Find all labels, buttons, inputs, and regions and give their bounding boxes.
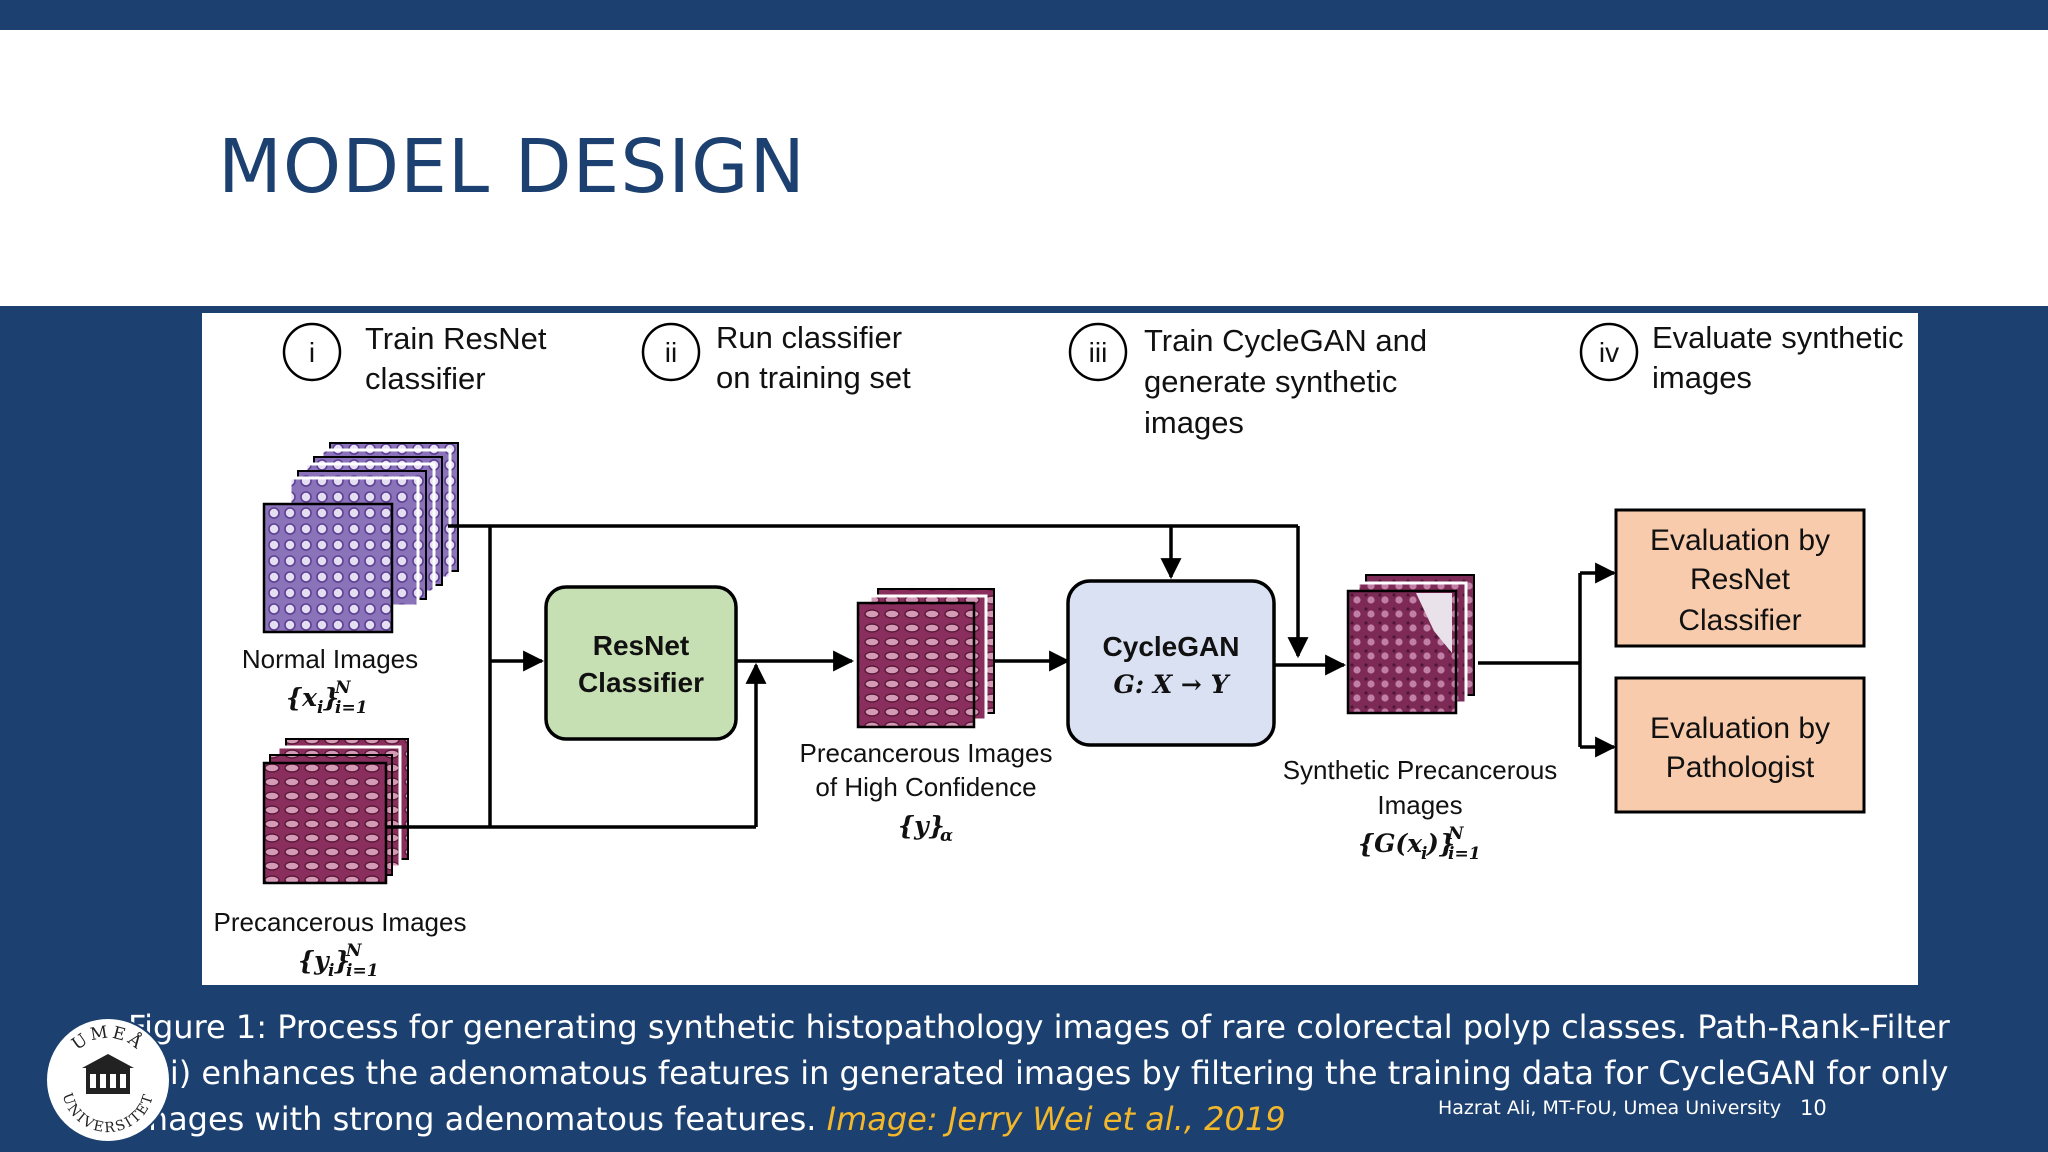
eval-resnet-line1: Evaluation by <box>1650 524 1830 557</box>
svg-text:}: } <box>323 683 339 712</box>
figure-caption: Figure 1: Process for generating synthet… <box>128 1004 1988 1142</box>
resnet-box-line2: Classifier <box>578 667 704 698</box>
step-iii-line2: generate synthetic <box>1144 364 1397 399</box>
step-ii-circle <box>641 322 701 382</box>
precancerous-images-stack <box>262 738 409 885</box>
resnet-classifier-box: ResNet Classifier <box>544 585 738 741</box>
footer-author: Hazrat Ali, MT-FoU, Umea University <box>1438 1097 1782 1119</box>
top-band <box>0 0 2048 30</box>
step-iii-circle <box>1068 322 1128 382</box>
step-iv-number: iv <box>1599 337 1619 368</box>
svg-text:{x: {x <box>286 683 318 712</box>
step-iii-line1: Train CycleGAN and <box>1144 323 1427 358</box>
high-confidence-images-stack <box>856 588 995 729</box>
step-i-circle <box>282 322 342 382</box>
flow-arrows <box>386 524 1617 829</box>
resnet-box-line1: ResNet <box>593 630 689 661</box>
synthetic-images-stack <box>1346 574 1475 715</box>
figure-diagram: i Train ResNet classifier ii Run classif… <box>202 313 1918 985</box>
svg-text:)}: )} <box>1426 829 1455 858</box>
high-confidence-label-line1: Precancerous Images <box>800 738 1053 768</box>
high-confidence-label-line2: of High Confidence <box>815 772 1036 802</box>
normal-images-math: {x i } N i=1 <box>286 678 368 718</box>
normal-images-label: Normal Images <box>242 644 418 674</box>
eval-resnet-line2: ResNet <box>1690 563 1791 596</box>
svg-text:i=1: i=1 <box>1448 844 1481 864</box>
svg-text:}: } <box>334 946 350 975</box>
svg-text:N: N <box>345 941 363 961</box>
step-iv-line1: Evaluate synthetic <box>1652 320 1904 355</box>
svg-text:i: i <box>328 961 334 981</box>
step-iv: iv Evaluate synthetic images <box>1579 320 1904 395</box>
step-i: i Train ResNet classifier <box>282 321 547 396</box>
step-iii-number: iii <box>1089 337 1108 368</box>
cyclegan-box: CycleGAN G: X → Y <box>1066 579 1276 747</box>
svg-text:α: α <box>940 826 953 846</box>
image-credit: Image: Jerry Wei et al., 2019 <box>826 1100 1286 1138</box>
eval-path-line2: Pathologist <box>1666 751 1815 784</box>
evaluation-resnet-box: Evaluation by ResNet Classifier <box>1614 508 1866 648</box>
eval-resnet-line3: Classifier <box>1678 604 1801 637</box>
slide-title: MODEL DESIGN <box>218 124 806 210</box>
cyclegan-box-line2: G: X → Y <box>1114 670 1231 699</box>
page-number: 10 <box>1800 1096 1827 1120</box>
step-iv-line2: images <box>1652 360 1752 395</box>
step-ii-line2: on training set <box>716 360 911 395</box>
step-i-line1: Train ResNet <box>365 321 547 356</box>
svg-text:i=1: i=1 <box>335 698 368 718</box>
step-ii: ii Run classifier on training set <box>641 320 911 395</box>
step-ii-line1: Run classifier <box>716 320 902 355</box>
title-band <box>0 30 2048 306</box>
svg-text:i: i <box>1421 844 1427 864</box>
svg-text:{y}: {y} <box>898 811 945 840</box>
svg-text:i: i <box>317 698 323 718</box>
step-iii-line3: images <box>1144 405 1244 440</box>
high-confidence-math: {y} α <box>898 811 953 846</box>
precancerous-images-label: Precancerous Images <box>214 907 467 937</box>
svg-text:i=1: i=1 <box>346 961 379 981</box>
university-building-icon <box>82 1054 134 1094</box>
synthetic-label-line2: Images <box>1377 790 1462 820</box>
svg-text:{y: {y <box>298 946 330 975</box>
evaluation-pathologist-box: Evaluation by Pathologist <box>1614 676 1866 814</box>
step-iv-circle <box>1579 322 1639 382</box>
umea-university-logo: UMEÅ UNIVERSITET <box>45 1017 171 1143</box>
eval-path-line1: Evaluation by <box>1650 712 1830 745</box>
precancerous-images-math: {y i } N i=1 <box>298 941 379 981</box>
svg-text:N: N <box>334 678 352 698</box>
svg-text:{G(x: {G(x <box>1358 829 1423 858</box>
caption-text: Figure 1: Process for generating synthet… <box>128 1008 1950 1138</box>
step-i-number: i <box>309 337 315 368</box>
step-i-line2: classifier <box>365 361 486 396</box>
normal-images-stack <box>262 442 459 634</box>
step-ii-number: ii <box>665 337 677 368</box>
cyclegan-box-line1: CycleGAN <box>1103 631 1240 662</box>
svg-text:N: N <box>1447 824 1465 844</box>
synthetic-math: {G(x i )} N i=1 <box>1358 824 1481 864</box>
synthetic-label-line1: Synthetic Precancerous <box>1283 755 1558 785</box>
step-iii: iii Train CycleGAN and generate syntheti… <box>1068 322 1427 440</box>
